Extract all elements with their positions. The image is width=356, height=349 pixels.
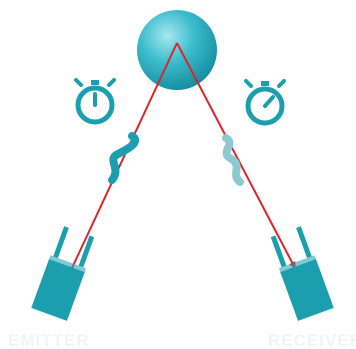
emitted-beam — [71, 42, 178, 269]
emitter-device-icon — [31, 226, 95, 321]
receiver-label: RECEIVER — [268, 331, 356, 349]
wave-icon — [108, 132, 140, 184]
reflected-beam — [176, 42, 296, 269]
receiver-device-icon — [270, 226, 334, 321]
emitter-label: EMITTER — [8, 331, 90, 349]
stopwatch-icon — [244, 79, 286, 126]
wave-icon — [222, 134, 244, 186]
stopwatch-icon — [74, 78, 116, 125]
sphere-icon — [137, 10, 217, 90]
